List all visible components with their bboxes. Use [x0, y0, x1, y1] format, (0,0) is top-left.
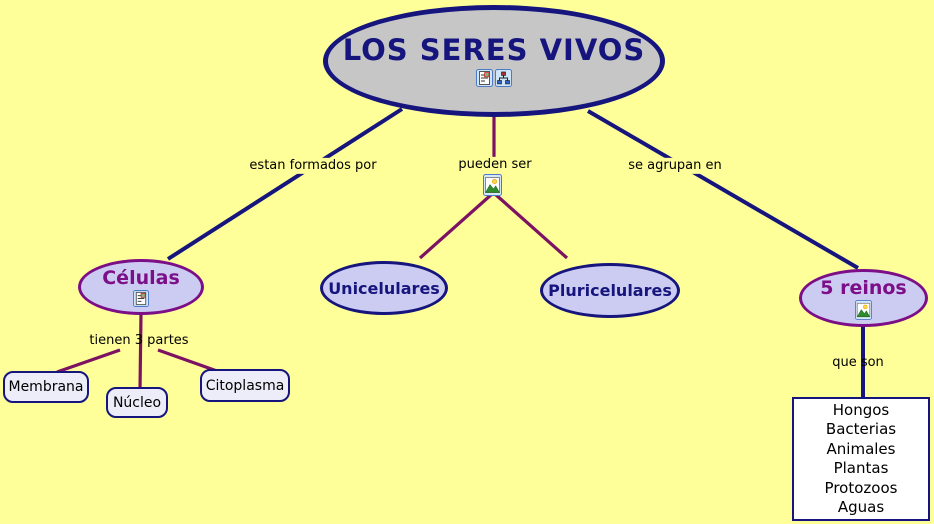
node-celulas[interactable]: Células	[78, 259, 204, 315]
kingdom-item: Aguas	[837, 498, 885, 516]
node-membrana[interactable]: Membrana	[3, 371, 89, 403]
node-pluricelulares-label: Pluricelulares	[548, 281, 672, 300]
node-5-reinos-label: 5 reinos	[820, 276, 907, 299]
image-icon[interactable]	[855, 299, 872, 320]
node-kingdoms-list[interactable]: Hongos Bacterias Animales Plantas Protoz…	[792, 397, 930, 521]
orgchart-icon[interactable]	[495, 68, 512, 87]
kingdom-item: Animales	[826, 439, 896, 458]
link-pueden-left-line	[418, 192, 494, 260]
node-nucleo[interactable]: Núcleo	[106, 387, 168, 418]
kingdom-item: Hongos	[832, 400, 890, 419]
node-los-seres-vivos[interactable]: LOS SERES VIVOS	[323, 5, 665, 117]
link-partes-stem-line	[138, 312, 143, 391]
node-unicelulares[interactable]: Unicelulares	[320, 261, 448, 315]
node-celulas-label: Células	[102, 267, 180, 289]
link-pueden-right-line	[493, 192, 569, 260]
kingdom-item: Plantas	[833, 459, 889, 477]
link-partes-left-line	[56, 348, 121, 374]
link-label-partes[interactable]: tienen 3 partes	[89, 332, 189, 348]
node-unicelulares-label: Unicelulares	[328, 278, 440, 298]
node-citoplasma[interactable]: Citoplasma	[200, 369, 290, 402]
link-agrupan-line	[586, 109, 860, 270]
kingdom-item: Bacterias	[825, 420, 897, 438]
document-icon[interactable]	[133, 290, 149, 307]
root-title: LOS SERES VIVOS	[342, 33, 646, 68]
node-5-reinos[interactable]: 5 reinos	[799, 269, 928, 327]
link-partes-right-line	[157, 348, 218, 373]
root-resource-icons	[476, 68, 512, 87]
image-icon[interactable]	[483, 174, 502, 196]
link-label-queson[interactable]: que son	[832, 354, 884, 370]
link-label-agrupan[interactable]: se agrupan en	[624, 157, 726, 175]
link-label-formados[interactable]: estan formados por	[245, 157, 381, 175]
link-formados-line	[166, 107, 404, 261]
link-label-pueden[interactable]: pueden ser	[454, 156, 536, 174]
document-icon[interactable]	[476, 68, 493, 87]
kingdom-item: Protozoos	[824, 478, 898, 497]
node-pluricelulares[interactable]: Pluricelulares	[540, 263, 680, 318]
